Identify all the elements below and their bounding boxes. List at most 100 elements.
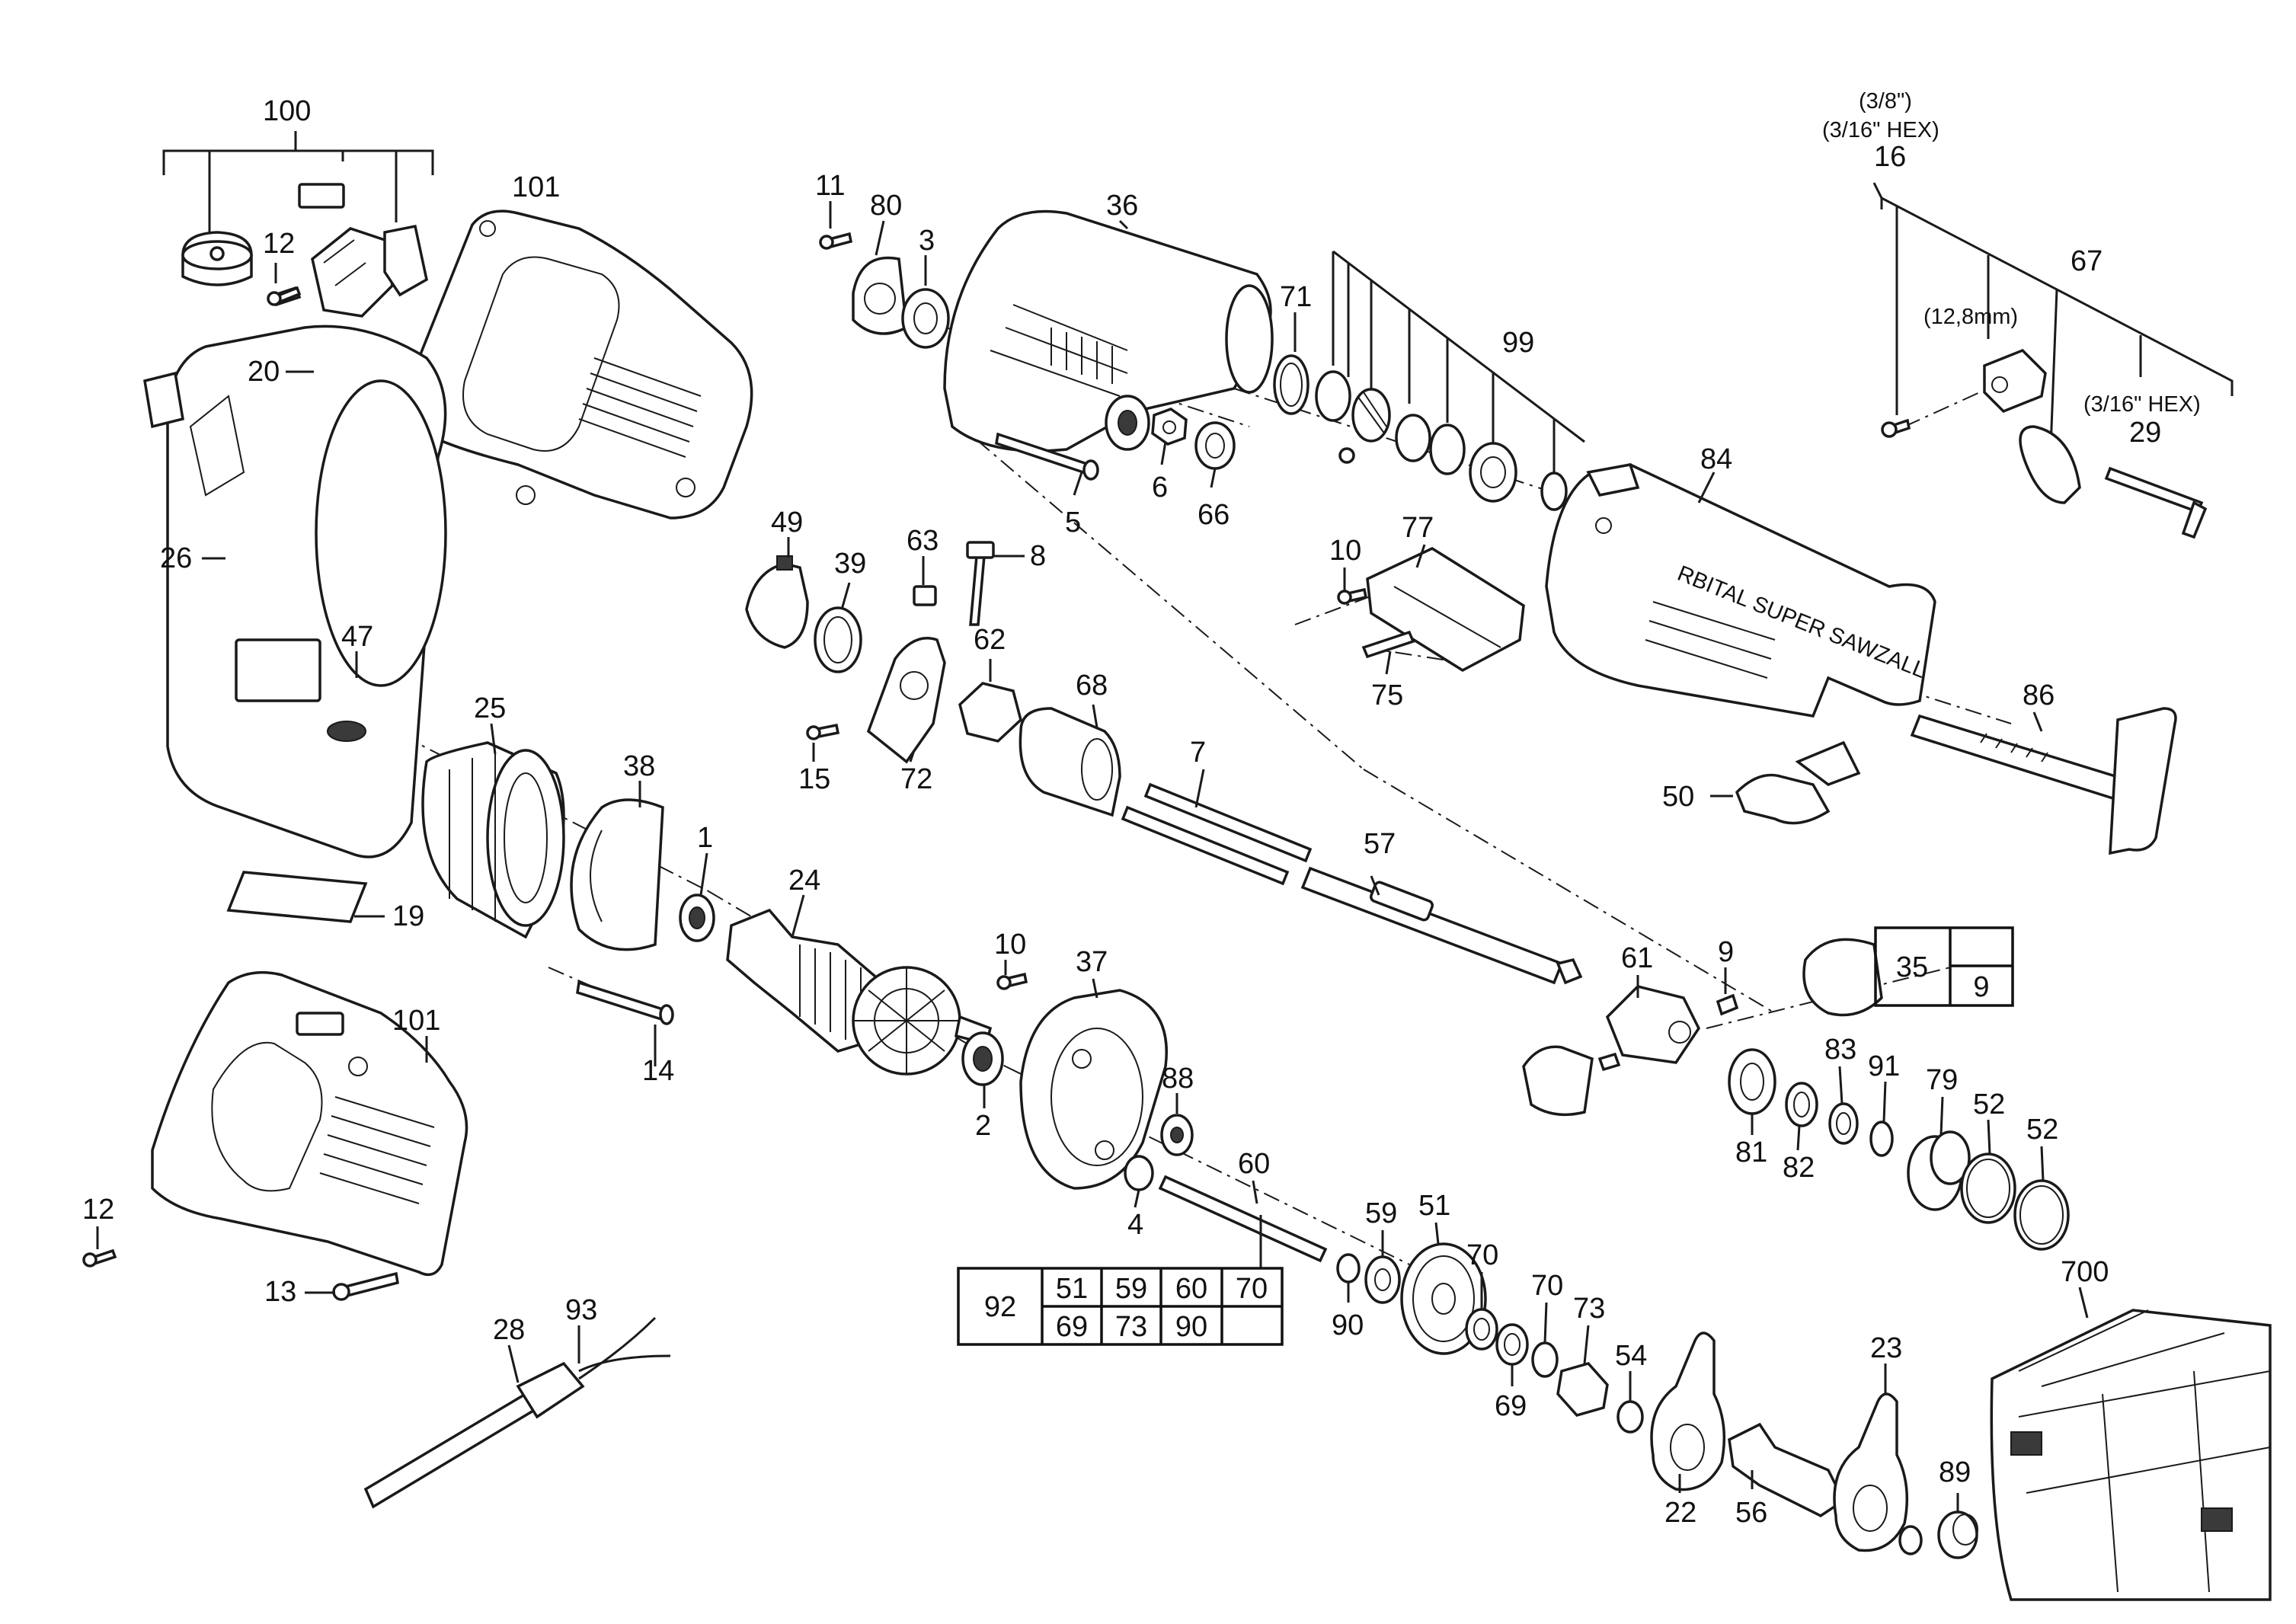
label-23: 23	[1870, 1332, 1902, 1364]
label-61: 61	[1621, 942, 1653, 974]
part-15-screw	[806, 723, 840, 740]
label-83: 83	[1824, 1034, 1856, 1066]
part-67-wire	[2019, 425, 2081, 504]
label-84: 84	[1700, 443, 1732, 475]
label-60: 60	[1238, 1148, 1270, 1180]
kit-table-92: 92 51 59 60 70 69 73 90	[957, 1267, 1284, 1346]
part-38-baffle	[570, 798, 664, 951]
label-56: 56	[1735, 1497, 1767, 1529]
part-63-block	[913, 585, 937, 606]
label-38: 38	[623, 750, 655, 782]
part-52-oring-a	[1960, 1152, 2016, 1224]
part-73-bushing	[1556, 1362, 1609, 1417]
part-24-armature	[726, 908, 993, 1076]
label-67: 67	[2071, 245, 2103, 277]
label-54: 54	[1615, 1340, 1647, 1372]
part-84-boot-housing: RBITAL SUPER SAWZALL	[1545, 463, 1936, 718]
kit-table-35: 35 9	[1874, 926, 2014, 1007]
label-49: 49	[771, 507, 803, 539]
kit-92-cell-r2c3: 90	[1175, 1311, 1207, 1343]
part-19-label	[226, 871, 368, 923]
label-100: 100	[263, 95, 311, 127]
label-8: 8	[1030, 540, 1046, 572]
part-52-oring-b	[2013, 1179, 2070, 1251]
part-79-bushing	[1907, 1130, 1971, 1211]
part-89-plug	[1937, 1511, 1978, 1559]
label-62: 62	[974, 624, 1006, 656]
part-62-knob	[958, 682, 1022, 743]
label-63: 63	[907, 525, 939, 557]
label-19: 19	[392, 900, 424, 932]
kit-35-item: 9	[1973, 971, 1989, 1003]
part-51-gear	[1400, 1242, 1487, 1355]
label-77: 77	[1402, 512, 1434, 544]
note-3-16-hex-right: (3/16" HEX)	[2083, 392, 2201, 417]
part-77-bracket	[1366, 547, 1525, 673]
label-12: 12	[263, 228, 295, 260]
part-69-washer	[1495, 1323, 1529, 1366]
label-80: 80	[870, 190, 902, 222]
kit-92-cell-r1c1: 51	[1056, 1273, 1088, 1305]
label-89: 89	[1939, 1456, 1971, 1488]
leader-lines	[96, 201, 2089, 1512]
label-69: 69	[1495, 1390, 1527, 1422]
part-8-screw	[966, 541, 995, 626]
part-90-washer	[1336, 1253, 1361, 1284]
label-88: 88	[1162, 1063, 1194, 1095]
part-57-spindle	[1300, 866, 1583, 985]
part-29-hex-key	[2104, 466, 2208, 539]
label-1: 1	[697, 822, 713, 854]
label-2: 2	[975, 1110, 991, 1142]
kit-92-cell-r1c3: 60	[1175, 1273, 1207, 1305]
label-99: 99	[1502, 327, 1534, 359]
part-3-bearing	[901, 288, 950, 349]
part-101-housing-half-right	[151, 970, 468, 1277]
label-75: 75	[1371, 679, 1403, 711]
label-68: 68	[1076, 670, 1108, 702]
label-24: 24	[788, 865, 820, 897]
part-66-cap	[1194, 421, 1236, 470]
label-28: 28	[493, 1314, 525, 1346]
part-88-washer	[1160, 1114, 1194, 1156]
part-49-clamp	[745, 555, 809, 649]
part-54-ring	[1616, 1400, 1644, 1434]
label-10: 10	[1329, 535, 1361, 567]
label-57: 57	[1364, 828, 1396, 860]
part-36-gear-case	[943, 209, 1274, 452]
label-101-lower: 101	[392, 1005, 440, 1037]
part-22-crank	[1650, 1331, 1726, 1491]
kit-92-cell-r1c4: 70	[1236, 1273, 1268, 1305]
label-5: 5	[1065, 507, 1081, 539]
part-2-bearing	[961, 1031, 1004, 1086]
label-9: 9	[1718, 936, 1734, 968]
label-16: 16	[1874, 141, 1906, 173]
kit-35-number: 35	[1896, 951, 1928, 983]
part-35-clamp	[1522, 938, 1883, 1117]
part-67-collar	[1983, 348, 2047, 414]
label-4: 4	[1127, 1209, 1143, 1241]
part-23-crank	[1833, 1392, 1923, 1555]
label-6: 6	[1152, 472, 1168, 504]
kit-92-number: 92	[984, 1291, 1016, 1323]
label-10-lower: 10	[994, 929, 1026, 961]
label-51: 51	[1418, 1190, 1450, 1222]
label-37: 37	[1076, 946, 1108, 978]
part-99-clutch-group	[1315, 250, 1585, 511]
part-82-washer	[1785, 1082, 1818, 1127]
part-6-nut	[1151, 408, 1188, 446]
part-91-ring	[1869, 1120, 1894, 1157]
part-13-screw	[332, 1271, 399, 1301]
label-66: 66	[1198, 499, 1230, 531]
label-36: 36	[1106, 190, 1138, 222]
part-67-accessory-group	[1872, 182, 2234, 539]
label-101: 101	[512, 171, 560, 203]
label-15: 15	[798, 763, 830, 795]
label-91: 91	[1868, 1050, 1900, 1082]
kit-92-cell-r2c1: 69	[1056, 1311, 1088, 1343]
label-72: 72	[900, 763, 932, 795]
label-22: 22	[1664, 1497, 1696, 1529]
part-37-end-cap	[1019, 989, 1168, 1190]
part-1-bearing	[679, 894, 715, 942]
part-80-plate	[852, 256, 908, 335]
